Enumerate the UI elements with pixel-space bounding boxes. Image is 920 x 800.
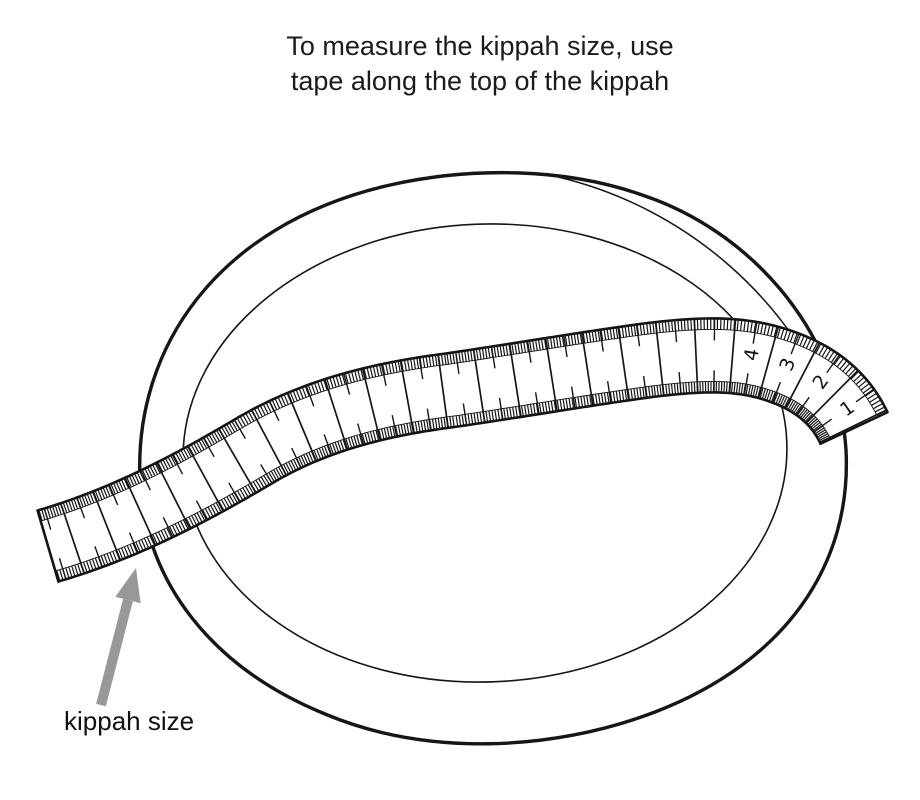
kippah-size-label: kippah size (64, 706, 194, 736)
tape-number-4: 4 (740, 347, 764, 363)
arrow-head-icon (115, 568, 141, 604)
pointer-arrow (96, 568, 141, 707)
instruction-line-1: To measure the kippah size, use (286, 31, 673, 61)
kippah-outline (138, 170, 849, 746)
instruction-line-2: tape along the top of the kippah (291, 66, 669, 96)
arrow-shaft (96, 598, 133, 707)
